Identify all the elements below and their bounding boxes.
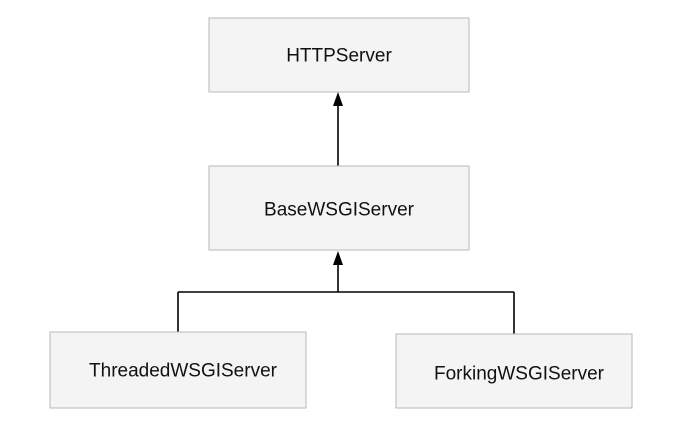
node-base-wsgi-server: BaseWSGIServer xyxy=(208,165,470,251)
edges xyxy=(177,92,515,334)
node-label-http-server: HTTPServer xyxy=(286,46,392,67)
arrowhead-base xyxy=(333,251,343,265)
node-label-threaded-wsgi-server: ThreadedWSGIServer xyxy=(89,361,278,382)
node-label-base-wsgi-server: BaseWSGIServer xyxy=(264,200,415,221)
node-forking-wsgi-server: ForkingWSGIServer xyxy=(395,333,633,409)
arrowhead-http xyxy=(333,92,343,106)
node-box-threaded-wsgi-server xyxy=(49,331,307,409)
node-box-base-wsgi-server xyxy=(208,165,470,251)
node-box-http-server xyxy=(208,17,470,93)
node-threaded-wsgi-server: ThreadedWSGIServer xyxy=(49,331,307,409)
node-box-forking-wsgi-server xyxy=(395,333,633,409)
node-label-forking-wsgi-server: ForkingWSGIServer xyxy=(434,364,605,385)
node-http-server: HTTPServer xyxy=(208,17,470,93)
